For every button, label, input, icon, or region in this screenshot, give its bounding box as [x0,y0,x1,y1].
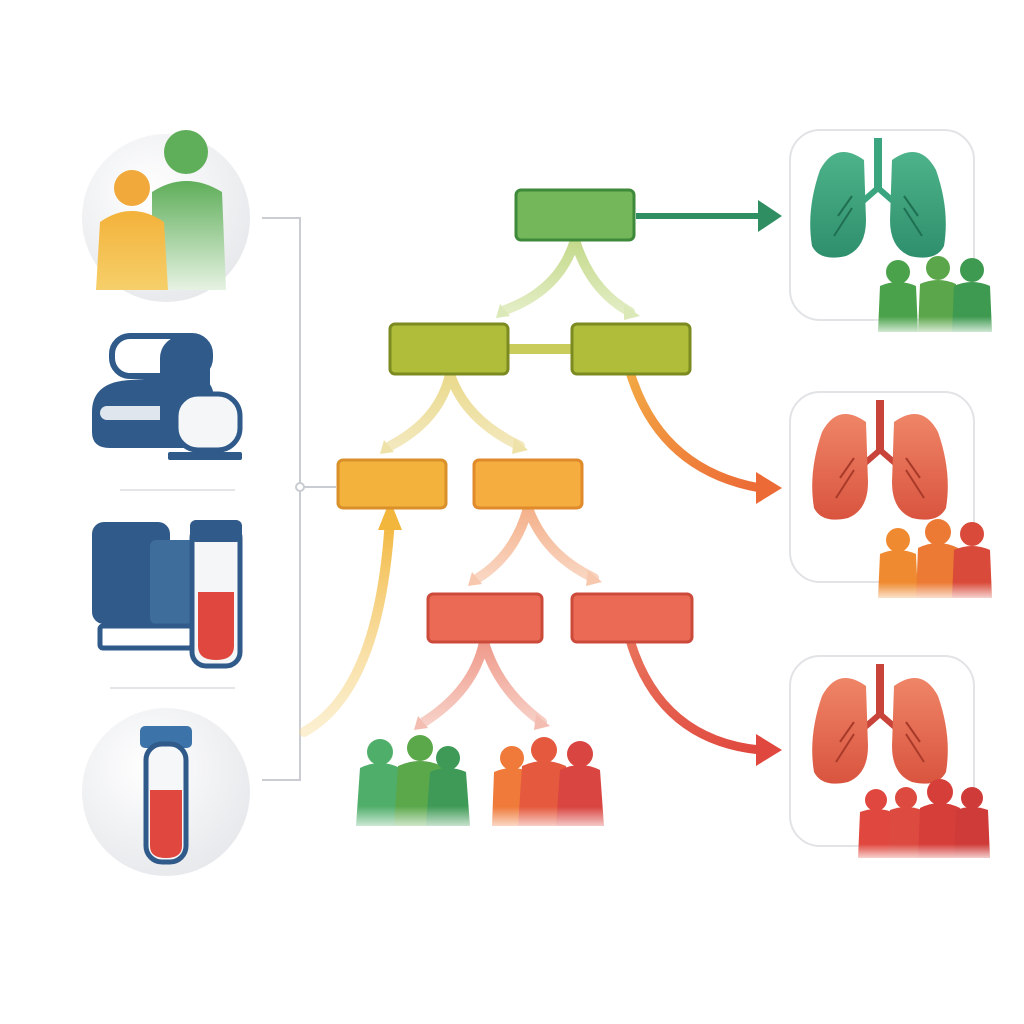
outcome-arrow [625,635,765,755]
leaf-group-green [350,735,476,830]
imaging-scanner-icon [92,333,243,460]
lungs-moderate-icon [812,400,948,520]
lab-analyzer-icon [92,520,243,669]
branch-arrow [385,369,455,451]
lungs-severe-icon [812,664,948,784]
decision-node-level2-right[interactable] [570,322,692,376]
outcome-card-moderate-risk[interactable] [789,391,994,600]
outcome-card-high-risk[interactable] [789,655,994,860]
decision-node-root[interactable] [514,188,636,242]
branch-arrow [479,637,547,727]
decision-node-level3-left[interactable] [336,458,448,510]
people-group-icon [350,735,476,830]
tree-nodes [336,188,694,644]
sibling-link [508,344,574,354]
branch-arrow [570,235,635,317]
branch-arrow [473,503,533,583]
decision-node-level2-left[interactable] [388,322,510,376]
branch-arrow [500,235,580,315]
blood-sample-tube-icon [82,708,250,876]
moderate-risk-group-icon [874,519,994,600]
outcome-card-low-risk[interactable] [789,129,994,334]
outcome-arrow [625,367,765,493]
input-bracket-connector [262,217,301,781]
low-risk-group-icon [874,256,994,334]
decision-node-level4-right[interactable] [570,592,694,644]
leaf-group-red [488,737,610,830]
lungs-healthy-icon [810,138,946,258]
decision-node-level4-left[interactable] [426,592,544,644]
branch-arrow [419,637,489,727]
branch-arrow [445,369,525,451]
branch-arrow [523,503,599,583]
people-group-icon [488,737,610,830]
patients-icon [82,130,250,302]
decision-node-level3-right[interactable] [472,458,584,510]
high-risk-group-icon [854,779,994,860]
input-flow-arrow [299,513,395,737]
input-column [82,130,336,876]
tree-connectors [299,200,782,766]
